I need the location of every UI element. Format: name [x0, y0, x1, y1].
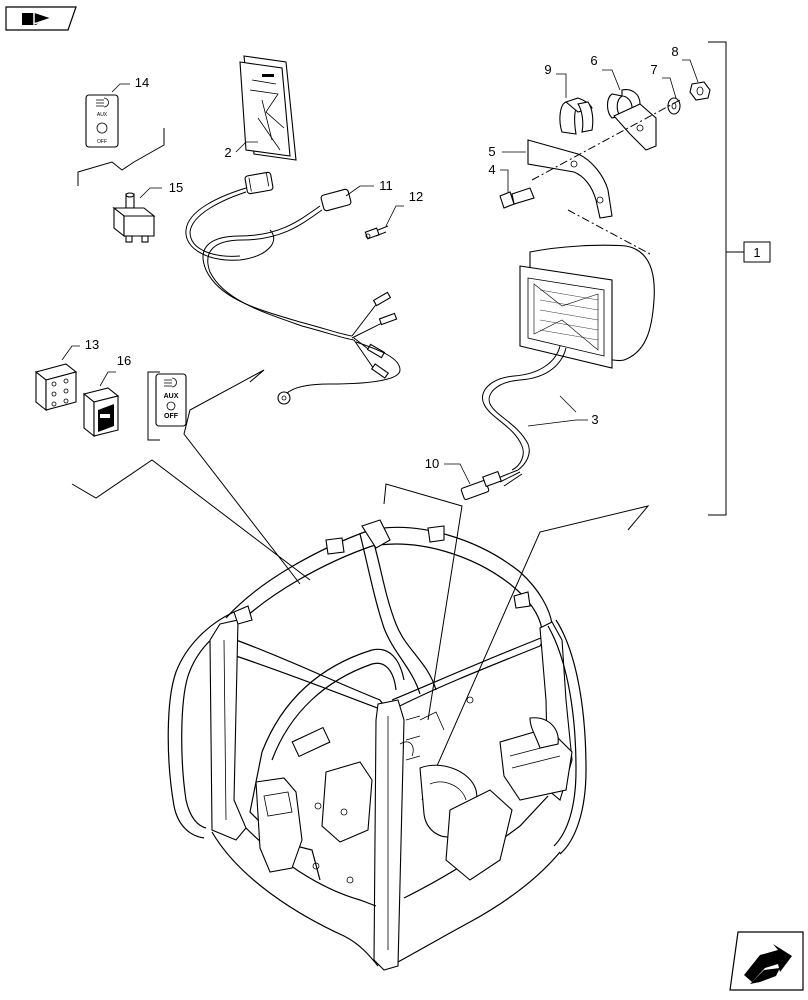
callout-13: 13: [85, 337, 99, 352]
callout-16: 16: [117, 353, 131, 368]
callout-12: 12: [409, 189, 423, 204]
callout-10: 10: [425, 456, 439, 471]
callout-3: 3: [591, 412, 598, 427]
callout-15: 15: [169, 180, 183, 195]
callout-2: 2: [224, 145, 231, 160]
callout-5: 5: [488, 144, 495, 159]
switch-decal-14: AUX OFF: [85, 94, 119, 148]
nut-8: [689, 81, 711, 101]
tractor-cab-frame: [167, 519, 587, 971]
terminal-12: [364, 225, 389, 240]
arrow-next-icon: [744, 944, 792, 984]
callout-9: 9: [544, 62, 551, 77]
relay-13: [34, 363, 78, 412]
connector-10: [460, 470, 502, 501]
work-lamp-3: [482, 244, 655, 487]
callout-14: 14: [135, 75, 149, 90]
callout-6: 6: [590, 53, 597, 68]
book-arrow-icon: [22, 10, 55, 26]
callout-labels: 1 2 3 4 5 6 7 8 9 10 11 12 13 14 15 16: [85, 44, 761, 471]
decal16-aux-label: AUX: [164, 393, 179, 400]
assembly-bracket: [708, 41, 771, 516]
decal16-off-label: OFF: [164, 413, 179, 420]
decal-aux-label: AUX: [97, 112, 108, 118]
previous-page-button[interactable]: [5, 6, 77, 31]
callout-7: 7: [650, 62, 657, 77]
operator-manual-2: [239, 55, 297, 161]
toggle-switch-15: [112, 192, 156, 243]
mount-plate-5: [527, 139, 613, 219]
callout-8: 8: [671, 44, 678, 59]
wiring-harness-11: [185, 171, 401, 405]
callout-1: 1: [753, 245, 760, 260]
bolt-4: [499, 187, 535, 209]
callout-11: 11: [379, 178, 393, 193]
callout-4: 4: [488, 162, 495, 177]
decal-off-label: OFF: [97, 139, 107, 145]
switch-decal-16: AUX OFF: [147, 371, 187, 441]
clamp-9: [559, 97, 594, 135]
bracket-clamp-6: [606, 89, 657, 151]
next-page-button[interactable]: [729, 931, 804, 991]
leader-lines: [71, 369, 650, 801]
rocker-switch-16: [82, 387, 120, 438]
